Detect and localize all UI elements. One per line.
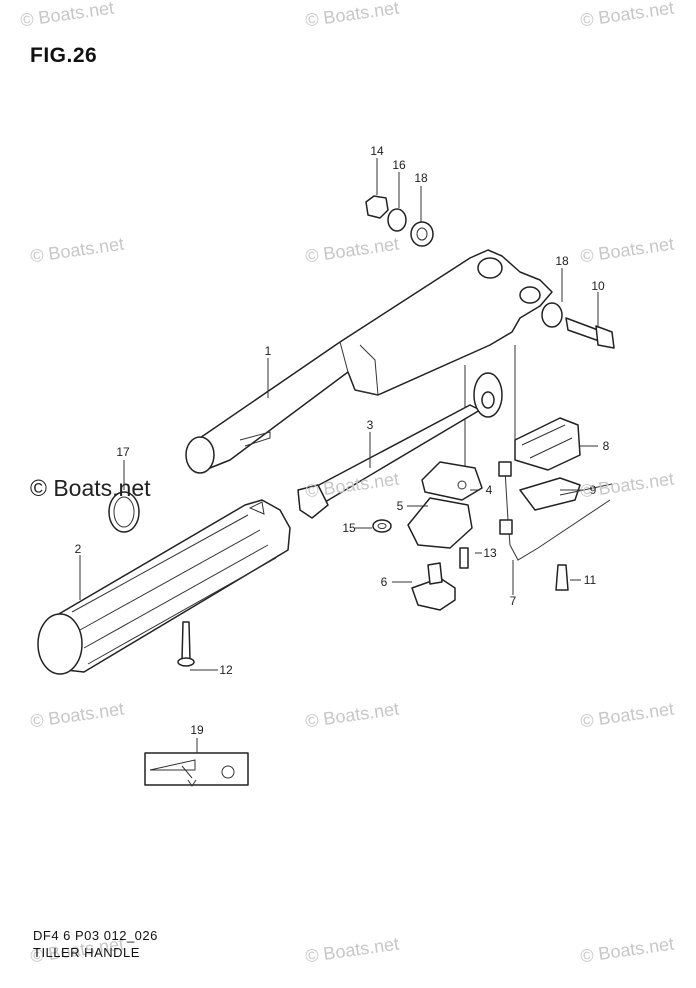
callout-16: 16: [392, 158, 406, 172]
callout-2: 2: [75, 542, 82, 556]
callout-1: 1: [265, 344, 272, 358]
callout-15: 15: [342, 521, 356, 535]
part-bracket: [407, 497, 473, 549]
part-screw-11: [555, 564, 569, 591]
callout-7: 7: [510, 594, 517, 608]
callout-12: 12: [219, 663, 233, 677]
part-switch: [411, 562, 456, 611]
callout-5: 5: [397, 499, 404, 513]
watermark-prominent: © Boats.net: [30, 475, 151, 501]
part-tiller-arm: [185, 249, 553, 474]
callout-6: 6: [381, 575, 388, 589]
callout-3: 3: [367, 418, 374, 432]
part-throttle-shaft: [297, 372, 503, 519]
callout-13: 13: [483, 546, 497, 560]
part-label: [144, 752, 249, 787]
callout-18-right: 18: [555, 254, 569, 268]
figure-title: FIG.26: [30, 44, 98, 67]
part-cable: [498, 461, 611, 561]
part-screw-12: [181, 621, 191, 661]
part-cable-plate: [519, 477, 581, 511]
callout-4: 4: [486, 483, 493, 497]
callout-18-top: 18: [414, 171, 428, 185]
part-plate: [421, 461, 483, 501]
callout-8: 8: [603, 439, 610, 453]
diagram-name: TILLER HANDLE: [33, 945, 140, 960]
callout-11: 11: [584, 573, 597, 587]
callout-9: 9: [590, 483, 597, 497]
callout-10: 10: [591, 279, 605, 293]
part-grip: [37, 499, 291, 675]
part-top-hardware: [365, 195, 434, 247]
callout-14: 14: [370, 144, 384, 158]
diagram-code: DF4 6 P03 012_026: [33, 928, 158, 943]
callout-19: 19: [190, 723, 204, 737]
leader-lines: [79, 158, 599, 753]
part-right-hardware: [541, 302, 615, 349]
part-washer-15: [372, 519, 392, 533]
part-screw-13: [459, 547, 469, 569]
callout-17: 17: [116, 445, 130, 459]
callout-labels: 1 2 3 4 5 6 7 8 9 10 11 12 13 14 15 16 1…: [75, 144, 610, 737]
